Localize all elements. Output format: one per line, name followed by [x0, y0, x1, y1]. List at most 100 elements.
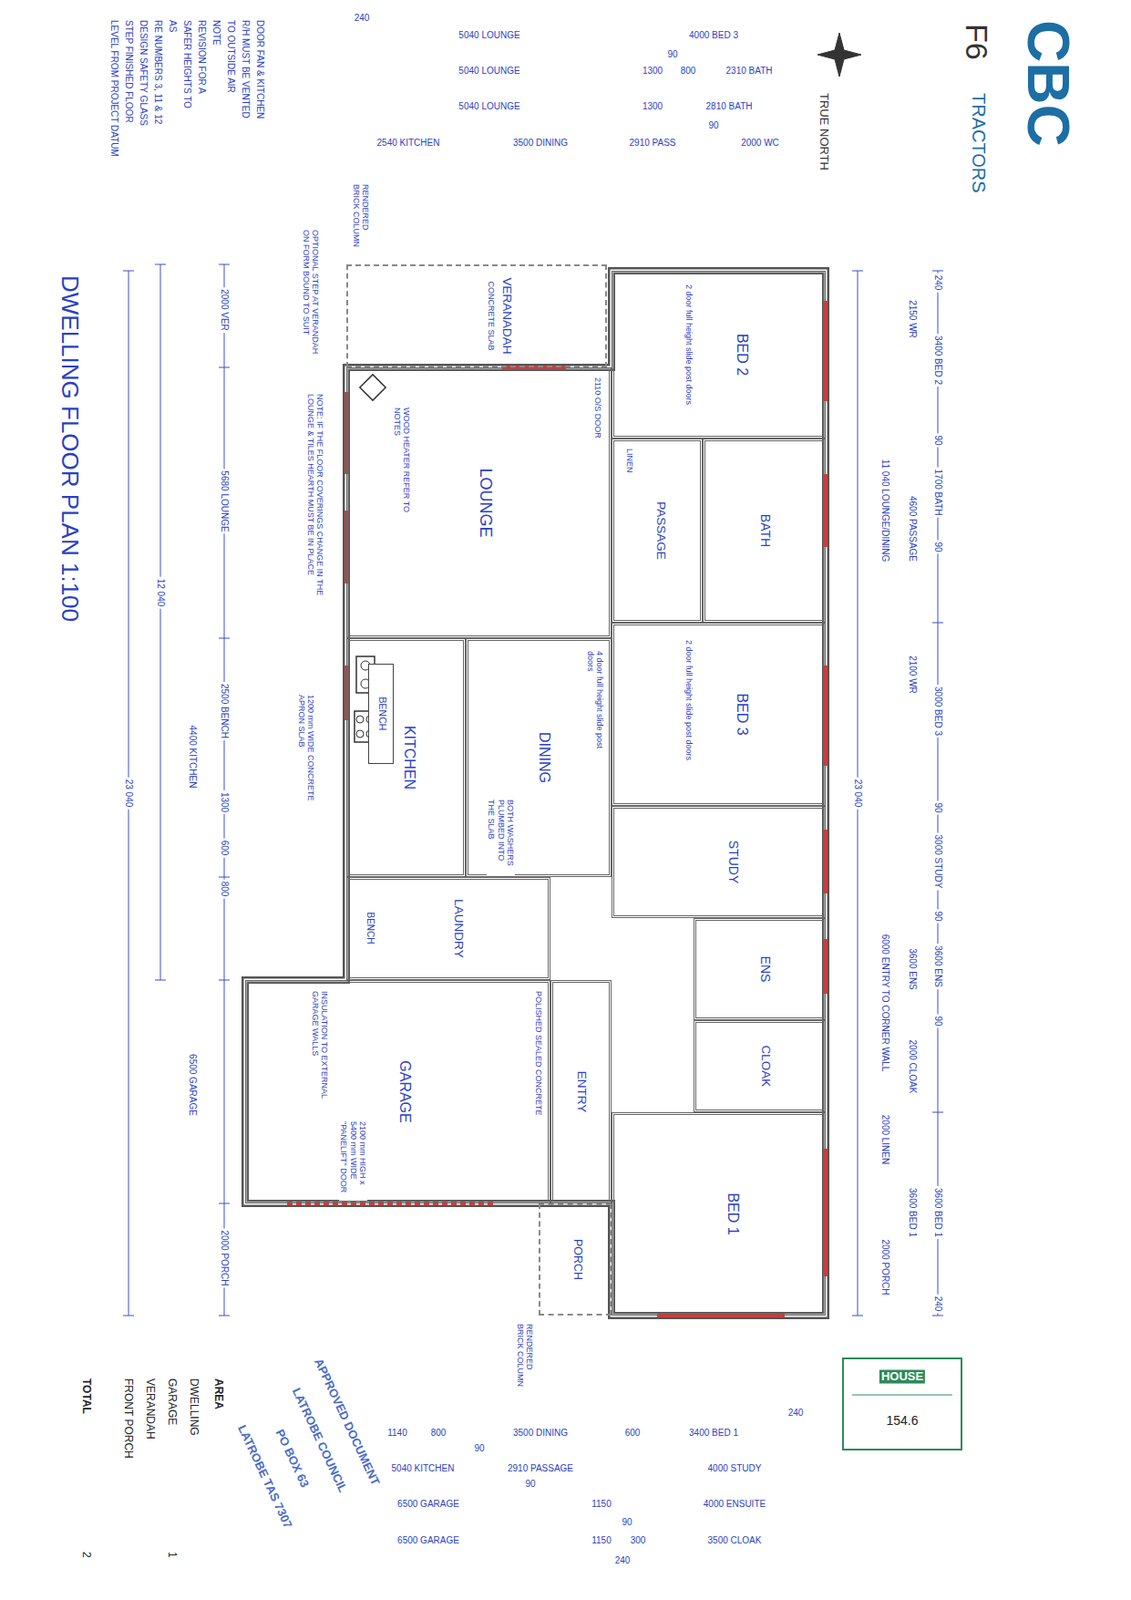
annotation: 5680 LOUNGE — [218, 468, 230, 534]
annotation: PO BOX 63 — [271, 1425, 312, 1491]
annotation: 3000 BED 3 — [932, 684, 944, 738]
annotation: 5040 KITCHEN — [390, 1462, 457, 1474]
annotation: 1300 — [640, 101, 665, 113]
annotation: 23 040 — [123, 777, 134, 810]
annotation: 800 — [429, 1427, 449, 1439]
annotation: R/H MUST BE VENTED — [240, 18, 252, 121]
room-note: CONCRETE SLAB — [486, 266, 496, 366]
annotation: BOTH WASHERS PLUMBED INTO THE SLAB — [486, 797, 515, 876]
room-name: STUDY — [726, 808, 741, 916]
annotation: 90 — [619, 1516, 634, 1528]
annotation: 3500 DINING — [511, 137, 570, 149]
annotation: TOTAL — [79, 1376, 93, 1416]
annotation: 4 door full height slide post doors — [585, 648, 605, 762]
annotation: DOOR FAN & KITCHEN — [255, 18, 267, 121]
annotation: 2000 PORCH — [879, 1236, 891, 1296]
room: BED 3 — [611, 622, 826, 806]
room-name: GARAGE — [396, 982, 413, 1201]
annotation: 600 — [623, 1427, 643, 1439]
annotation: 3400 BED 1 — [687, 1427, 741, 1439]
annotation: 90 — [523, 1478, 537, 1490]
annotation: TRUE NORTH — [816, 91, 831, 173]
room-name: LAUNDRY — [451, 879, 466, 977]
annotation: 240 — [352, 12, 372, 24]
annotation: 3500 DINING — [511, 1427, 570, 1439]
annotation: 11 040 LOUNGE/DINING — [879, 457, 891, 565]
room: KITCHENBENCH — [346, 637, 466, 877]
annotation: POLISHED SEALED CONCRETE — [534, 988, 544, 1175]
open-area: VERANADAHCONCRETE SLAB — [346, 264, 607, 368]
annotation: 300 — [628, 1534, 648, 1546]
annotation: 5040 LOUNGE — [456, 101, 522, 113]
room: BED 2 — [611, 270, 826, 439]
annotation: OPTIONAL STEP AT VERANDAH ON FORM BOUND … — [300, 227, 320, 360]
annotation: STEP FINISHED FLOOR — [123, 18, 135, 125]
annotation: 2100 mm HIGH x 5400 mm WIDE "PANELIFT" D… — [339, 1119, 368, 1201]
annotation: DESIGN SAFETY GLASS — [138, 18, 150, 128]
room-name: KITCHEN — [400, 640, 418, 874]
annotation: CBC — [1013, 18, 1081, 149]
annotation: 2540 KITCHEN — [375, 137, 443, 149]
annotation: 2110 O/S DOOR — [593, 375, 603, 441]
annotation: 23 040 — [852, 777, 864, 810]
annotation: 1700 BATH — [932, 467, 944, 518]
annotation: 1150 — [589, 1534, 614, 1546]
annotation: 4600 PASSAGE — [906, 493, 918, 564]
annotation: TO OUTSIDE AIR — [226, 18, 237, 95]
annotation: TRACTORS — [967, 91, 989, 196]
annotation: LINEN — [625, 446, 635, 475]
room-name: BATH — [758, 441, 773, 620]
room: BED 1 — [611, 1111, 826, 1316]
annotation: 1 — [164, 1549, 178, 1560]
room-name: ENS — [758, 920, 773, 1018]
annotation: 1300 — [640, 65, 665, 77]
annotation: 2810 BATH — [704, 101, 755, 113]
annotation: 2 door full height slide post doors — [684, 637, 694, 779]
room: LAUNDRY — [346, 876, 551, 980]
annotation: RE NUMBERS 3, 11 & 12 — [153, 18, 165, 126]
annotation: WOOD HEATER REFER TO NOTES — [391, 405, 412, 519]
room: STUDY — [611, 805, 826, 918]
annotation: 90 — [932, 800, 944, 814]
annotation: SAFER HEIGHTS TO — [182, 18, 194, 111]
room: LOUNGE — [346, 367, 612, 638]
annotation: GARAGE — [164, 1376, 178, 1427]
annotation: 3600 BED 1 — [906, 1185, 918, 1239]
room-name: DINING — [535, 640, 553, 874]
annotation: 3500 CLOAK — [706, 1534, 764, 1546]
annotation: 2000 LINEN — [879, 1112, 891, 1166]
annotation: 2 — [79, 1549, 93, 1560]
annotation: 90 — [706, 120, 720, 132]
annotation: 6500 GARAGE — [186, 1051, 198, 1118]
annotation: 2000 PORCH — [218, 1227, 230, 1287]
annotation: 5040 LOUNGE — [456, 30, 522, 42]
annotation: 800 — [678, 65, 699, 77]
room-name: VERANADAH — [499, 266, 515, 366]
annotation: 4000 ENSUITE — [701, 1498, 768, 1510]
annotation: REVISION FOR A — [196, 18, 208, 96]
annotation: 3600 ENS — [932, 943, 944, 989]
annotation: RENDERED BRICK COLUMN — [514, 1321, 535, 1394]
room: BATH — [702, 438, 826, 623]
annotation: 6000 ENTRY TO CORNER WALL — [879, 932, 891, 1074]
annotation: 3600 ENS — [906, 945, 918, 992]
room: ENS — [693, 917, 826, 1020]
annotation: 6500 GARAGE — [395, 1534, 462, 1546]
annotation: 1200 mm WIDE CONCRETE APRON SLAB — [296, 692, 316, 815]
annotation: 6500 GARAGE — [395, 1498, 462, 1510]
annotation: 2310 BATH — [724, 65, 775, 77]
annotation: 2000 WC — [739, 137, 782, 149]
annotation: 90 — [932, 1013, 944, 1028]
annotation: 4000 STUDY — [706, 1462, 764, 1474]
annotation: 600 — [218, 838, 230, 858]
annotation: 90 — [932, 539, 944, 554]
room-name: CLOAK — [758, 1022, 773, 1110]
annotation: AS — [167, 18, 179, 34]
room-name: PORCH — [571, 1204, 585, 1314]
annotation: RENDERED BRICK COLUMN — [350, 182, 371, 250]
annotation: HOUSE — [879, 1369, 926, 1384]
annotation: 90 — [932, 908, 944, 923]
annotation: NOTE — [211, 18, 223, 48]
annotation: 240 — [932, 273, 944, 293]
